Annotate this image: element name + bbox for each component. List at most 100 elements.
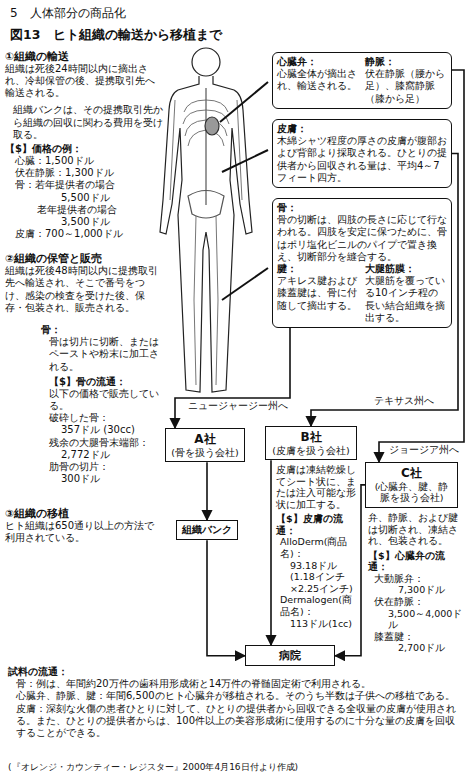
box-text: 心臓全体が摘出され、輸送される。 [277,68,359,105]
spine [205,88,206,205]
text-label: 【$】皮膚の流通： [276,513,356,536]
tissue-box: 皮膚：木綿シャツ程度の厚さの皮膚が腹部および背部より採取される。ひとりの提供者か… [272,119,452,188]
box-heading: B社 [270,430,352,445]
text-label: 大動脈弁： [368,573,464,585]
ribs [183,100,229,146]
text-label: AlloDerm(商品名)： [276,536,356,559]
text-label: 心臓：1,500ドル [5,155,163,167]
text-column: 皮膚は凍結乾燥してシート状に、または注入可能な形状に加工する。【$】皮膚の流通：… [276,464,356,629]
text-label: 骨： [5,324,163,336]
text-label: 3,500ドル [5,216,163,228]
box-heading: 骨： [277,202,447,214]
box-heading: 心臓弁： [277,56,359,68]
text-column: ①組織の輸送組織は死後24時間以内に摘出され、冷却保管の後、提携取引先へ輸送され… [5,50,163,545]
text-label: 皮膚は凍結乾燥してシート状に、または注入可能な形状に加工する。 [276,464,356,510]
text-label: 以下の価格で販売している。 [5,388,163,412]
edge-label: ジョージア州へ [387,445,461,456]
hospital-box: 病院 [245,645,335,666]
source-caption: (『オレンジ・カウンティー・レジスター』2000年4月16日付より作成) [8,762,298,773]
text-label: 2,772ドル [5,449,163,461]
connector [207,540,245,656]
box-text: 伏在静脈（腰から足）、膝窩静脈（膝から足） [365,68,447,105]
text-label: 113ドル(1cc) [276,618,356,630]
heart [205,117,219,135]
text-label: 5,500ドル [5,192,163,204]
box-text: 大腿筋を覆っている10インチ程の長い結合組織を摘出する。 [365,275,447,324]
text-label: 心臓弁、静脈、腱：年間6,500のヒト心臓弁が移植される。そのうち半数は子供への… [8,690,463,702]
company-box: C社(心臓弁、腱、静脈を扱う会社) [365,462,458,508]
text-label: 300ドル [5,473,163,485]
text-label: 皮膚：深刻な火傷の患者ひとりに対して、ひとりの提供者から回収できる全収量の皮膚が… [8,703,463,740]
text-label: ヒト組織は650通り以上の方法で利用されている。 [5,520,163,544]
text-label: 伏在静脈：1,300ドル [5,167,163,179]
text-label: 7,300ドル [368,584,464,596]
text-label: 組織バンクは、その提携取引先から組織の回収に関わる費用を受け取る。 [5,104,163,141]
text-label: 皮膚：700～1,000ドル [5,228,163,240]
leader-line [220,82,268,122]
text-label: ③組織の移植 [5,507,163,520]
tissue-bank-box: 組織バンク [176,520,238,540]
text-column: 試料の流通：骨：例は、年間約20万件の歯科用形成術と14万件の脊髄固定術で利用さ… [8,666,463,739]
text-label: (1.18インチ ×2.25インチ) [276,571,356,594]
company-box: A社(骨を扱う会社) [165,428,245,462]
box-heading: C社 [370,466,453,481]
text-label: 弁、静脈、および腱は切断され、凍結され、包装される。 [368,512,464,547]
box-text: 骨の切断は、四肢の長さに応じて行なわれる。四肢を安定に保つために、骨はポリ塩化ビ… [277,214,447,263]
text-label: 【$】価格の例： [5,143,163,155]
text-label: 2,700ドル [368,642,464,654]
box-heading: A社 [170,432,240,447]
text-label: 試料の流通： [8,666,463,678]
text-label: 肋骨の切片： [5,461,163,473]
text-label: ②組織の保管と販売 [5,252,163,265]
edge-label: ニュージャージー州へ [186,401,290,412]
box-text: (骨を扱う会社) [170,447,240,459]
leader-line [222,150,268,172]
head [192,48,220,76]
text-label: 【$】骨の流通： [5,376,163,388]
box-heading: 組織バンク [181,524,233,536]
connector [335,485,365,656]
box-text: 腱： [277,263,359,275]
connector [175,328,290,428]
text-label: 破砕した骨： [5,412,163,424]
edge-label: テキサス州へ [372,396,436,407]
text-label: 伏在静脈： [368,596,464,608]
box-text: 静脈： [365,56,447,68]
tissue-box: 心臓弁： 静脈： 心臓全体が摘出され、輸送される。伏在静脈（腰から足）、膝窩静脈（膝… [272,52,452,109]
box-text: 大腿筋膜： [365,263,447,275]
chapter-header: 5 人体部分の商品化 [10,6,126,21]
text-label: 骨は切片に切断、またはペーストや粉末に加工される。 [5,336,163,373]
leader-lines [220,82,268,300]
company-box: B社(皮膚を扱う会社) [265,426,357,460]
text-label: 骨：若年提供者の場合 [5,179,163,191]
box-text: (皮膚を扱う会社) [270,445,352,457]
text-label: 組織は死後24時間以内に摘出され、冷却保管の後、提携取引先へ輸送される。 [5,63,163,100]
text-label: 3,500～4,000ドル [368,608,464,631]
text-label: 【$】心臓弁の流通： [368,550,464,573]
text-label: 老年提供者の場合 [5,204,163,216]
box-text: アキレス腱および膝蓋腱は、骨に付随して摘出する。 [277,275,359,324]
pelvis [188,191,224,219]
text-column: 弁、静脈、および腱は切断され、凍結され、包装される。【$】心臓弁の流通：大動脈弁… [368,512,464,654]
body-outline [160,76,252,392]
figure-title: 図13 ヒト組織の輸送から移植まで [10,27,222,42]
connector [206,462,208,520]
text-label: Dermalogen(商品名)： [276,594,356,617]
connector [270,460,272,645]
box-text: (心臓弁、腱、静脈を扱う会社) [370,481,453,504]
text-label: ①組織の輸送 [5,50,163,63]
leg-bones [170,100,242,385]
box-heading: 皮膚： [277,123,447,135]
text-label: 357ドル (30cc) [5,424,163,436]
text-label: 骨：例は、年間約20万件の歯科用形成術と14万件の脊髄固定術で利用される。 [8,678,463,690]
text-label: 膝蓋腱： [368,631,464,643]
human-figure [160,48,252,392]
box-text: 木綿シャツ程度の厚さの皮膚が腹部および背部より採取される。ひとりの提供者から回収… [277,135,447,184]
box-heading: 病院 [250,649,330,662]
text-label: 残余の大腿骨末端部： [5,437,163,449]
text-label: 組織は死後48時間以内に提携取引先へ輸送され、そこで番号をつけ、感染の検査を受け… [5,265,163,314]
tissue-box: 骨：骨の切断は、四肢の長さに応じて行なわれる。四肢を安定に保つために、骨はポリ塩… [272,198,452,328]
text-label: 93.18ドル [276,560,356,572]
leader-line [222,268,268,300]
